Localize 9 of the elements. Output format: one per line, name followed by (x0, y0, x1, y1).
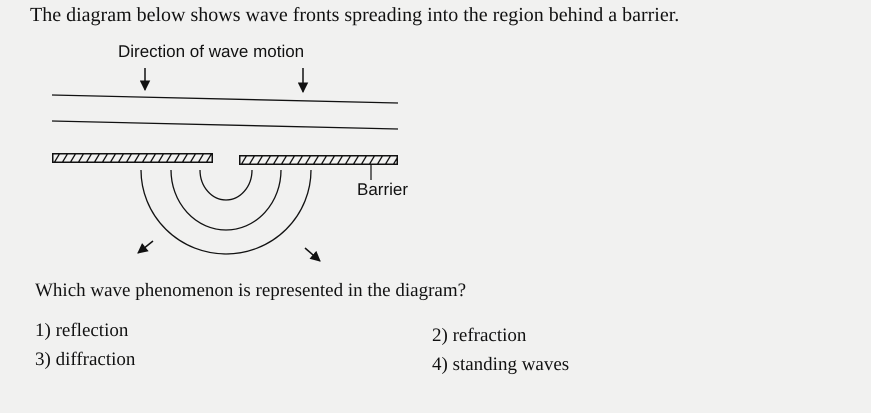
barrier-label: Barrier (357, 180, 421, 204)
answer-option: 4) standing waves (432, 354, 570, 376)
answer-option: 3) diffraction (35, 349, 136, 371)
axis-label: Direction of wave motion (118, 42, 304, 62)
question-text: Which wave phenomenon is represented in the diagram? (35, 280, 466, 302)
leader-line (370, 165, 372, 180)
answer-option: 2) refraction (432, 325, 526, 347)
title: The diagram below shows wave fronts spreading into the region behind a barrier. (30, 4, 680, 27)
answer-option: 1) reflection (35, 320, 128, 342)
